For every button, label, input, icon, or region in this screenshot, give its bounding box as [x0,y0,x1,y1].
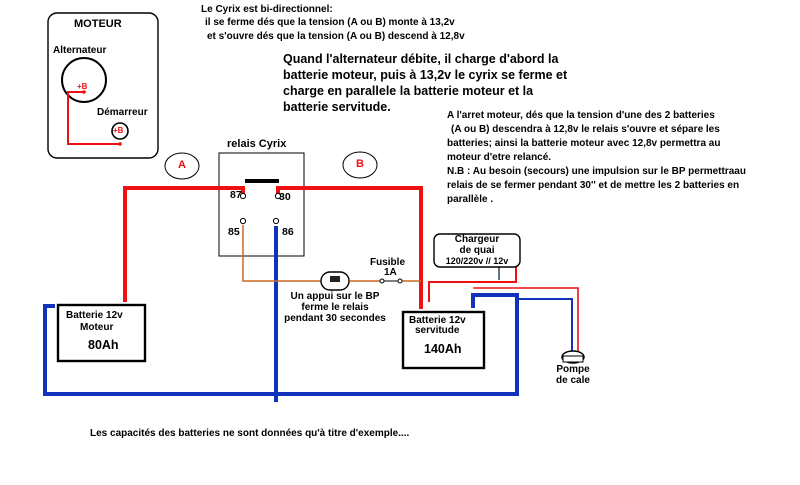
engine-battery-line2: Moteur [80,322,114,333]
marker-a-circle [164,152,200,180]
push-button-note-line1: Un appui sur le BP [290,291,380,302]
alternator-label: Alternateur [53,45,107,56]
charger-line2: de quai [459,245,495,256]
pump-label-line2: de cale [556,375,590,386]
fuse-end-left [379,278,385,284]
engine-battery-capacity: 80Ah [88,338,119,352]
engine-battery [56,303,147,363]
starter-plus-label: +B [113,126,124,135]
push-button-note-line2: ferme le relais [301,302,369,313]
positive-wires [67,91,579,355]
marker-b-label: B [356,158,364,170]
relay-terminal-30-label: 30 [279,191,291,203]
note-stopped-line5: N.B : Au besoin (secours) une impulsion … [447,166,746,177]
main-positive-bus-a [123,186,245,302]
relay-terminal-86 [272,217,280,225]
alternator-positive-wire [67,91,121,145]
motor-title: MOTEUR [74,18,122,30]
pump-negative-wire [517,298,573,354]
control-wire [242,225,421,282]
note-stopped-line3: batteries; ainsi la batterie moteur avec… [447,138,721,149]
note-charging-line2: batterie moteur, puis à 13,2v le cyrix s… [283,68,568,82]
service-battery-capacity: 140Ah [424,342,462,356]
relay-terminal-85 [239,217,247,225]
relay-terminal-87 [239,192,247,200]
note-bidirectional-line1: Le Cyrix est bi-directionnel: [201,4,333,15]
relay-terminal-86-label: 86 [282,226,294,238]
push-button-plunger [330,276,340,282]
pump-positive-wire [473,287,579,355]
note-stopped-line2: (A ou B) descendra à 12,8v le relais s'o… [451,124,720,135]
fuse-label: Fusible [370,257,406,268]
alternator-plus-label: +B [77,82,88,91]
service-battery-line1: Batterie 12v [409,315,466,326]
negative-ground-loop [43,293,519,396]
note-charging-line4: batterie servitude. [283,100,391,114]
relay-box [218,152,305,257]
starter-plus-terminal [118,142,122,146]
note-charging-line1: Quand l'alternateur débite, il charge d'… [283,52,559,66]
relay-85-control-wire [242,225,322,282]
engine-battery-line1: Batterie 12v [66,310,123,321]
relay-terminal-30 [274,192,282,200]
note-bidirectional-line2: il se ferme dés que la tension (A ou B) … [205,17,455,28]
marker-a-label: A [178,159,186,171]
note-stopped-line6: relais de se fermer pendant 30'' et de m… [447,180,740,191]
relay-title: relais Cyrix [227,138,287,150]
note-stopped-line7: parallèle . [447,194,494,205]
charger-positive-wire [428,266,517,302]
pump-label-line1: Pompe [556,364,590,375]
marker-b-circle [342,151,378,179]
service-battery [401,310,486,370]
main-positive-bus-b [276,186,423,309]
starter-label: Démarreur [97,107,148,118]
note-stopped-line4: moteur d'etre relancé. [447,152,552,163]
note-bidirectional-line3: et s'ouvre dés que la tension (A ou B) d… [207,31,465,42]
bilge-pump-base [562,355,584,363]
starter-symbol [111,122,129,140]
fuse-end-right [397,278,403,284]
alternator-plus-terminal [82,90,86,94]
fuse-rating: 1A [384,267,397,278]
relay-terminal-87-label: 87 [230,189,242,201]
note-stopped-line1: A l'arret moteur, dés que la tension d'u… [447,110,715,121]
note-charging-line3: charge en parallele la batterie moteur e… [283,84,534,98]
footer-note: Les capacités des batteries ne sont donn… [90,428,410,439]
relay-terminal-85-label: 85 [228,226,240,238]
service-battery-line2: servitude [415,325,460,336]
charger-line3: 120/220v // 12v [445,256,509,266]
push-button-note-line3: pendant 30 secondes [284,313,386,324]
shore-charger-box [433,233,521,268]
negative-wires [43,226,573,402]
charger-line1: Chargeur [454,234,500,245]
